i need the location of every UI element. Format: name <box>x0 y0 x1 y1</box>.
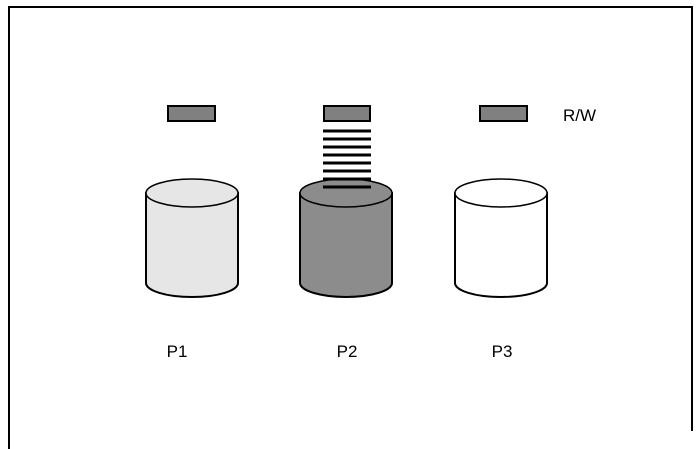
cylinder-p1-top <box>145 178 239 208</box>
cylinder-p2-top <box>299 178 393 208</box>
cylinder-p3 <box>454 178 548 298</box>
rw-head-block-p2 <box>323 105 371 122</box>
cylinder-p2-body <box>299 192 393 298</box>
cylinder-p2 <box>299 178 393 298</box>
cylinder-p3-top <box>454 178 548 208</box>
p3-label: P3 <box>491 342 513 361</box>
p1-label: P1 <box>166 342 188 361</box>
rw-label: R/W <box>563 106 597 125</box>
p2-label: P2 <box>336 342 358 361</box>
diagram-frame <box>8 6 693 449</box>
cylinder-p3-body <box>454 192 548 298</box>
rw-stack-lines <box>323 129 371 189</box>
rw-head-block-p1 <box>167 105 216 122</box>
rw-head-block-p3 <box>479 105 528 122</box>
cylinder-p1 <box>145 178 239 298</box>
cylinder-p1-body <box>145 192 239 298</box>
